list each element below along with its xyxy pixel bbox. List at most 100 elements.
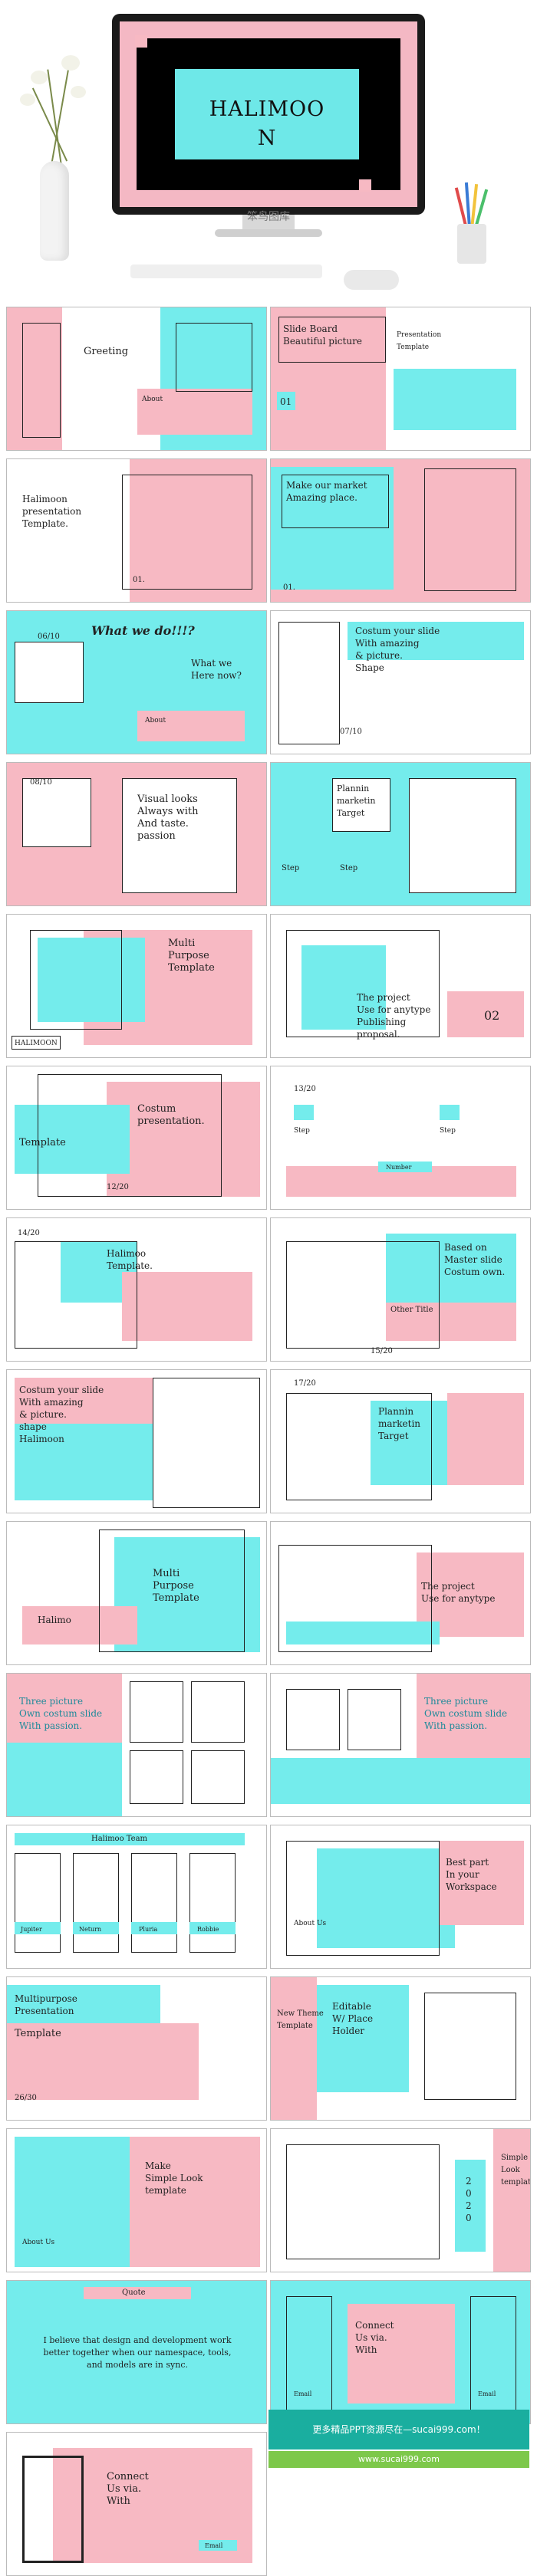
slide-heading: Make our market Amazing place. — [286, 480, 367, 503]
slide-thumbnail[interactable]: What we do!!!? 06/10 What we Here now? A… — [6, 610, 267, 754]
team-name: Robbie — [197, 1926, 219, 1933]
slide-thumbnail[interactable]: Simple Look template 2 0 2 0 — [270, 2128, 531, 2272]
slide-label: Quote — [122, 2288, 146, 2297]
slide-thumbnail[interactable]: Quote I believe that design and developm… — [6, 2280, 267, 2424]
flower-icon — [71, 86, 86, 98]
slide-label: Step — [282, 864, 300, 872]
slide-number: 12/20 — [107, 1183, 129, 1191]
promo-banner[interactable]: 更多精品PPT资源尽在—sucai999.com！ — [268, 2410, 529, 2450]
slide-heading: Visual looks Always with And taste. pass… — [137, 794, 199, 842]
flower-icon — [61, 55, 80, 71]
slide-heading: Costum presentation. — [137, 1103, 205, 1127]
slide-number: 02 — [484, 1008, 500, 1023]
slide-thumbnail[interactable]: Three picture Own costum slide With pass… — [6, 1673, 267, 1817]
slide-thumbnail[interactable]: Multi Purpose Template HALIMOON — [6, 914, 267, 1058]
slide-heading: Best part In your Workspace — [446, 1857, 497, 1892]
quote-text: I believe that design and development wo… — [43, 2335, 232, 2370]
slide-label: New Theme Template — [277, 2009, 324, 2030]
slide-number: 08/10 — [30, 778, 52, 787]
slide-label: Template — [19, 1137, 66, 1148]
pink-square-icon — [359, 179, 371, 192]
slide-thumbnail[interactable]: Plannin marketin Target Step Step — [270, 762, 531, 906]
slide-number: 01. — [133, 576, 145, 584]
pencil-cup-icon — [457, 224, 486, 264]
slide-heading: Simple Look template — [501, 2154, 531, 2187]
slide-thumbnail[interactable]: 14/20 Halimoo Template. — [6, 1217, 267, 1362]
slide-thumbnail[interactable]: Halimoo Team Jupiter Neturn Pluria Robbi… — [6, 1825, 267, 1969]
slide-label: Halimo — [38, 1615, 71, 1625]
slide-thumbnail[interactable]: The project Use for anytype — [270, 1521, 531, 1665]
slide-heading: Greeting — [84, 346, 129, 357]
slide-heading: Halimoo Team — [91, 1835, 148, 1843]
screen-inner: HALIMOO N — [137, 38, 400, 190]
flower-icon — [20, 94, 35, 106]
team-name: Jupiter — [21, 1926, 42, 1933]
vase-icon — [40, 161, 69, 261]
slide-heading: Costum your slide With amazing & picture… — [19, 1385, 104, 1444]
slide-number: 26/30 — [15, 2094, 37, 2102]
slide-thumbnail[interactable]: Editable W/ Place Holder New Theme Templ… — [270, 1976, 531, 2121]
slide-number: 14/20 — [18, 1229, 40, 1237]
slide-heading: Connect Us via. With — [107, 2471, 149, 2507]
slide-heading: Three picture Own costum slide With pass… — [424, 1696, 508, 1731]
pink-square-icon — [135, 35, 147, 48]
slide-thumbnail[interactable]: Slide Board Beautiful picture Presentati… — [270, 307, 531, 451]
mouse-icon — [344, 270, 399, 290]
flower-icon — [31, 71, 48, 84]
slide-thumbnail[interactable]: Multipurpose Presentation Template 26/30 — [6, 1976, 267, 2121]
slide-number: 06/10 — [38, 632, 60, 641]
promo-url[interactable]: www.sucai999.com — [268, 2451, 529, 2468]
hero-title: HALIMOO N — [209, 97, 325, 150]
slide-thumbnail[interactable]: Costum your slide With amazing & picture… — [6, 1369, 267, 1513]
slide-thumbnail[interactable]: Best part In your Workspace About Us — [270, 1825, 531, 1969]
hero-section: HALIMOO N 笨鸟图库 — [0, 0, 537, 299]
slide-thumbnail[interactable]: Multi Purpose Template Halimo — [6, 1521, 267, 1665]
email-label: Email — [205, 2542, 223, 2549]
slide-heading: Halimoon presentation Template. — [22, 494, 82, 529]
slide-thumbnail[interactable]: Halimoon presentation Template. 01. — [6, 458, 267, 603]
slide-number: 01. — [283, 583, 295, 592]
slide-thumbnail[interactable]: Based on Master slide Costum own. Other … — [270, 1217, 531, 1362]
slide-heading: Halimoo Template. — [107, 1248, 153, 1271]
slide-thumbnail[interactable]: 17/20 Plannin marketin Target — [270, 1369, 531, 1513]
slide-number: 15/20 — [371, 1347, 393, 1355]
screen-cyan-panel — [175, 69, 359, 159]
slide-thumbnail[interactable]: 13/20 Step Step Number — [270, 1066, 531, 1210]
slide-label: Step — [340, 864, 358, 872]
slide-label: Number — [386, 1164, 412, 1171]
slide-thumbnail[interactable]: Greeting About — [6, 307, 267, 451]
slide-label: What we Here now? — [191, 658, 242, 681]
slide-label: About — [142, 396, 163, 403]
monitor-neck — [242, 215, 295, 230]
slide-thumbnail[interactable]: Three picture Own costum slide With pass… — [270, 1673, 531, 1817]
slide-thumbnail[interactable]: Visual looks Always with And taste. pass… — [6, 762, 267, 906]
slide-label: About — [145, 717, 166, 724]
slide-thumbnail[interactable]: Costum your slide With amazing & picture… — [270, 610, 531, 754]
slide-number: 13/20 — [294, 1085, 316, 1093]
slide-heading: The project Use for anytype Publishing p… — [357, 992, 431, 1040]
slide-label: 2 0 2 0 — [466, 2176, 472, 2223]
slide-thumbnail[interactable]: Make our market Amazing place. 01. — [270, 458, 531, 603]
slide-thumbnail[interactable]: The project Use for anytype Publishing p… — [270, 914, 531, 1058]
monitor: HALIMOO N — [112, 14, 425, 215]
email-label: Email — [478, 2390, 496, 2397]
keyboard-icon — [130, 264, 322, 278]
slide-heading: Costum your slide With amazing & picture… — [355, 626, 440, 673]
monitor-screen: HALIMOO N — [120, 21, 417, 207]
slide-heading: What we do!!!? — [91, 623, 195, 638]
slide-heading: Multi Purpose Template — [153, 1568, 199, 1604]
hero-caption: 笨鸟图库 — [247, 211, 290, 223]
slide-heading: Multi Purpose Template — [168, 938, 215, 974]
slide-label: Other Title — [390, 1306, 433, 1314]
slide-thumbnail[interactable]: Connect Us via. With Email Email — [270, 2280, 531, 2424]
slide-label: About Us — [22, 2239, 55, 2246]
slide-heading: Based on Master slide Costum own. — [444, 1242, 506, 1277]
slide-heading: Three picture Own costum slide With pass… — [19, 1696, 103, 1731]
slide-thumbnail[interactable]: Costum presentation. Template 12/20 — [6, 1066, 267, 1210]
slide-heading: Editable W/ Place Holder — [332, 2001, 374, 2036]
slide-thumbnail[interactable]: Make Simple Look template About Us — [6, 2128, 267, 2272]
slide-heading: Make Simple Look template — [145, 2160, 203, 2196]
slide-thumbnail[interactable]: Connect Us via. With Email — [6, 2432, 267, 2576]
slide-label: HALIMOON — [15, 1040, 58, 1047]
slide-heading: Plannin marketin Target — [378, 1406, 421, 1441]
